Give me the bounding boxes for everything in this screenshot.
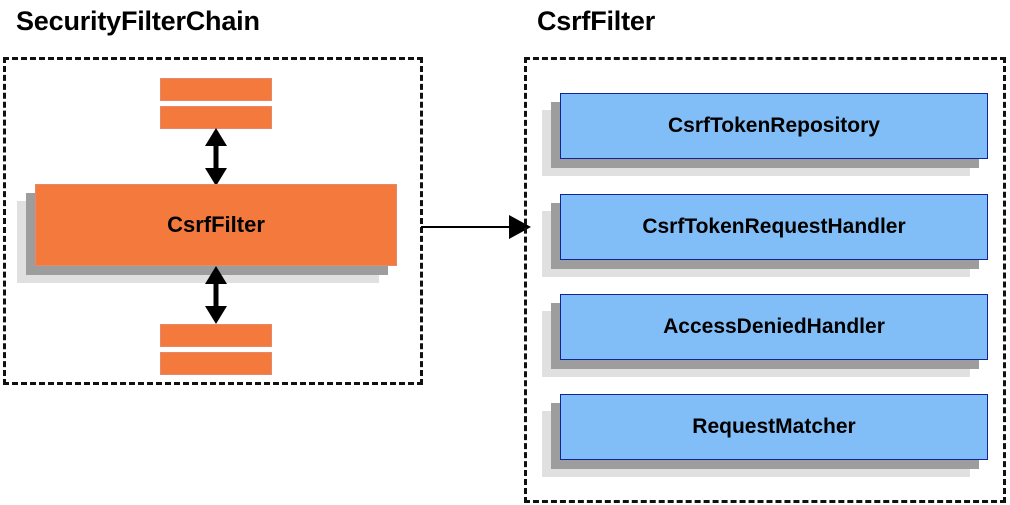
arrow-chain-to-csrffilter-detail xyxy=(421,215,531,239)
filter-slat-above-2 xyxy=(160,106,272,129)
node-csrftokenrepository[interactable]: CsrfTokenRepository xyxy=(542,93,988,176)
node-csrffilter[interactable]: CsrfFilter xyxy=(17,184,397,283)
arrow-csrffilter-to-preceding-filters xyxy=(205,128,227,186)
node-csrftokenrepository-label: CsrfTokenRepository xyxy=(560,93,988,159)
arrow-csrffilter-to-following-filters xyxy=(205,266,227,324)
node-csrftokenrequesthandler[interactable]: CsrfTokenRequestHandler xyxy=(542,194,988,277)
node-accessdeniedhandler-label: AccessDeniedHandler xyxy=(560,294,988,360)
node-csrftokenrequesthandler-label: CsrfTokenRequestHandler xyxy=(560,194,988,260)
node-csrffilter-label: CsrfFilter xyxy=(35,184,397,266)
filter-slat-below-1 xyxy=(160,324,272,347)
panel-title-csrffilter: CsrfFilter xyxy=(537,6,656,36)
node-accessdeniedhandler[interactable]: AccessDeniedHandler xyxy=(542,294,988,377)
node-requestmatcher-label: RequestMatcher xyxy=(560,394,988,460)
filter-slat-below-2 xyxy=(160,352,272,375)
panel-title-security-filter-chain: SecurityFilterChain xyxy=(16,6,260,36)
group-box-security-filter-chain xyxy=(3,57,423,385)
node-requestmatcher[interactable]: RequestMatcher xyxy=(542,394,988,477)
filter-slat-above-1 xyxy=(160,78,272,101)
group-box-csrffilter xyxy=(524,57,1006,503)
